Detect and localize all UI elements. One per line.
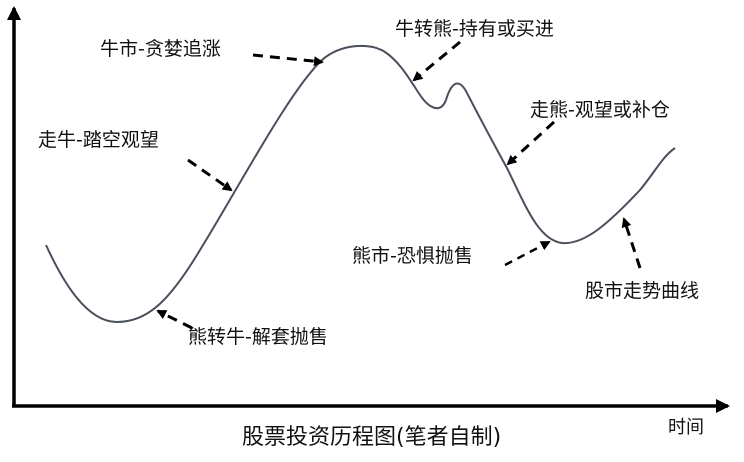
arrow-trend-curve	[621, 217, 642, 269]
arrow-falling-bear	[506, 120, 556, 166]
arrow-bear-market	[504, 240, 551, 267]
x-axis-label: 时间	[668, 417, 704, 438]
label-bear-market: 熊市-恐惧抛售	[352, 245, 473, 267]
label-bear-to-bull: 熊转牛-解套抛售	[188, 326, 328, 348]
label-rising-bull: 走牛-踏空观望	[38, 129, 159, 151]
diagram-title: 股票投资历程图(笔者自制)	[242, 425, 502, 450]
arrow-bear-to-bull	[156, 309, 193, 330]
label-bull-to-bear: 牛转熊-持有或买进	[395, 18, 554, 40]
arrow-bull-to-bear	[412, 40, 461, 82]
label-falling-bear: 走熊-观望或补仓	[530, 99, 670, 121]
arrow-bull-market	[252, 53, 324, 67]
label-trend-curve: 股市走势曲线	[585, 280, 700, 302]
label-bull-market: 牛市-贪婪追涨	[100, 38, 221, 60]
arrow-rising-bull	[187, 158, 233, 192]
market-trend-curve	[45, 44, 676, 324]
